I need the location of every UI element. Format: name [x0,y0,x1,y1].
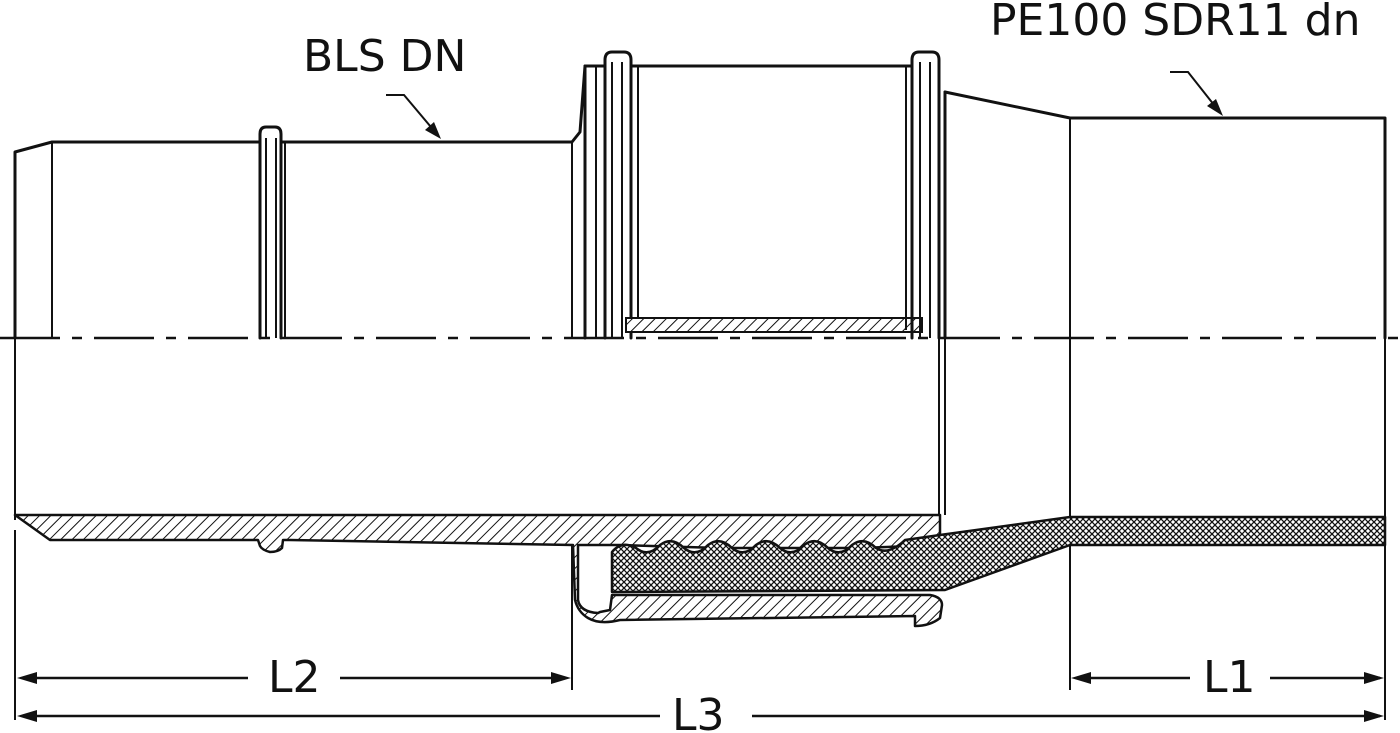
label-bls-dn: BLS DN [303,31,466,82]
socket-collar [583,50,941,340]
bls-spigot-body [283,64,587,338]
pe-transition-and-pipe [943,90,1387,340]
dimension-l3: L3 [17,690,1384,733]
dimension-l3-label: L3 [672,690,725,733]
pe-wall-section [610,515,1387,594]
leader-pe-pipe [1170,71,1219,111]
dimension-l2-label: L2 [268,652,321,703]
label-pe-pipe: PE100 SDR11 dn [990,0,1360,46]
dimension-l1-label: L1 [1203,652,1256,703]
dimension-l1: L1 [1071,652,1384,703]
bead-ring [258,125,287,340]
leader-bls-dn [386,94,437,134]
dimension-l2: L2 [17,652,571,703]
spigot-outline [13,140,262,340]
